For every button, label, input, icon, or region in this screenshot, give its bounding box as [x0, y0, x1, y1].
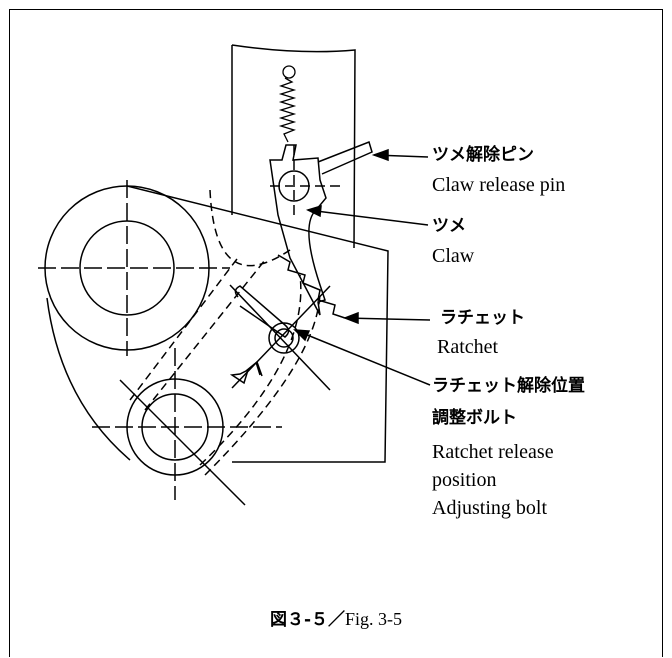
ratchet-teeth	[277, 254, 346, 319]
label-claw-release-pin-jp: ツメ解除ピン	[432, 145, 534, 165]
label-bolt-jp-2: 調整ボルト	[432, 408, 517, 428]
label-bolt-en-3: Adjusting bolt	[432, 497, 548, 519]
arm-plate	[231, 44, 356, 249]
claw-release-pin	[317, 141, 373, 175]
label-claw-release-pin-en: Claw release pin	[432, 174, 566, 196]
adjusting-bolt-inner	[274, 328, 294, 348]
caption-jp: 図３-５	[269, 610, 329, 630]
label-ratchet-jp: ラチェット	[440, 308, 525, 328]
figure-frame	[9, 9, 663, 657]
adjust-direction-arrow	[229, 360, 263, 385]
base-frame	[46, 185, 389, 463]
label-claw-jp: ツメ	[432, 216, 466, 236]
spring	[278, 65, 297, 143]
bolt-slot	[234, 285, 290, 338]
caption-separator: ／	[328, 610, 346, 630]
caption-en: Fig. 3-5	[345, 609, 403, 629]
figure-caption: 図３-５／Fig. 3-5	[0, 605, 672, 630]
label-bolt-en-1: Ratchet release	[432, 441, 554, 463]
label-claw-en: Claw	[432, 245, 475, 267]
ratchet-dashed-lines	[129, 189, 321, 476]
adjusting-bolt-outer	[268, 322, 300, 354]
label-bolt-jp-1: ラチェット解除位置	[432, 376, 585, 396]
label-bolt-en-2: position	[432, 469, 497, 491]
label-ratchet-en: Ratchet	[437, 336, 499, 358]
